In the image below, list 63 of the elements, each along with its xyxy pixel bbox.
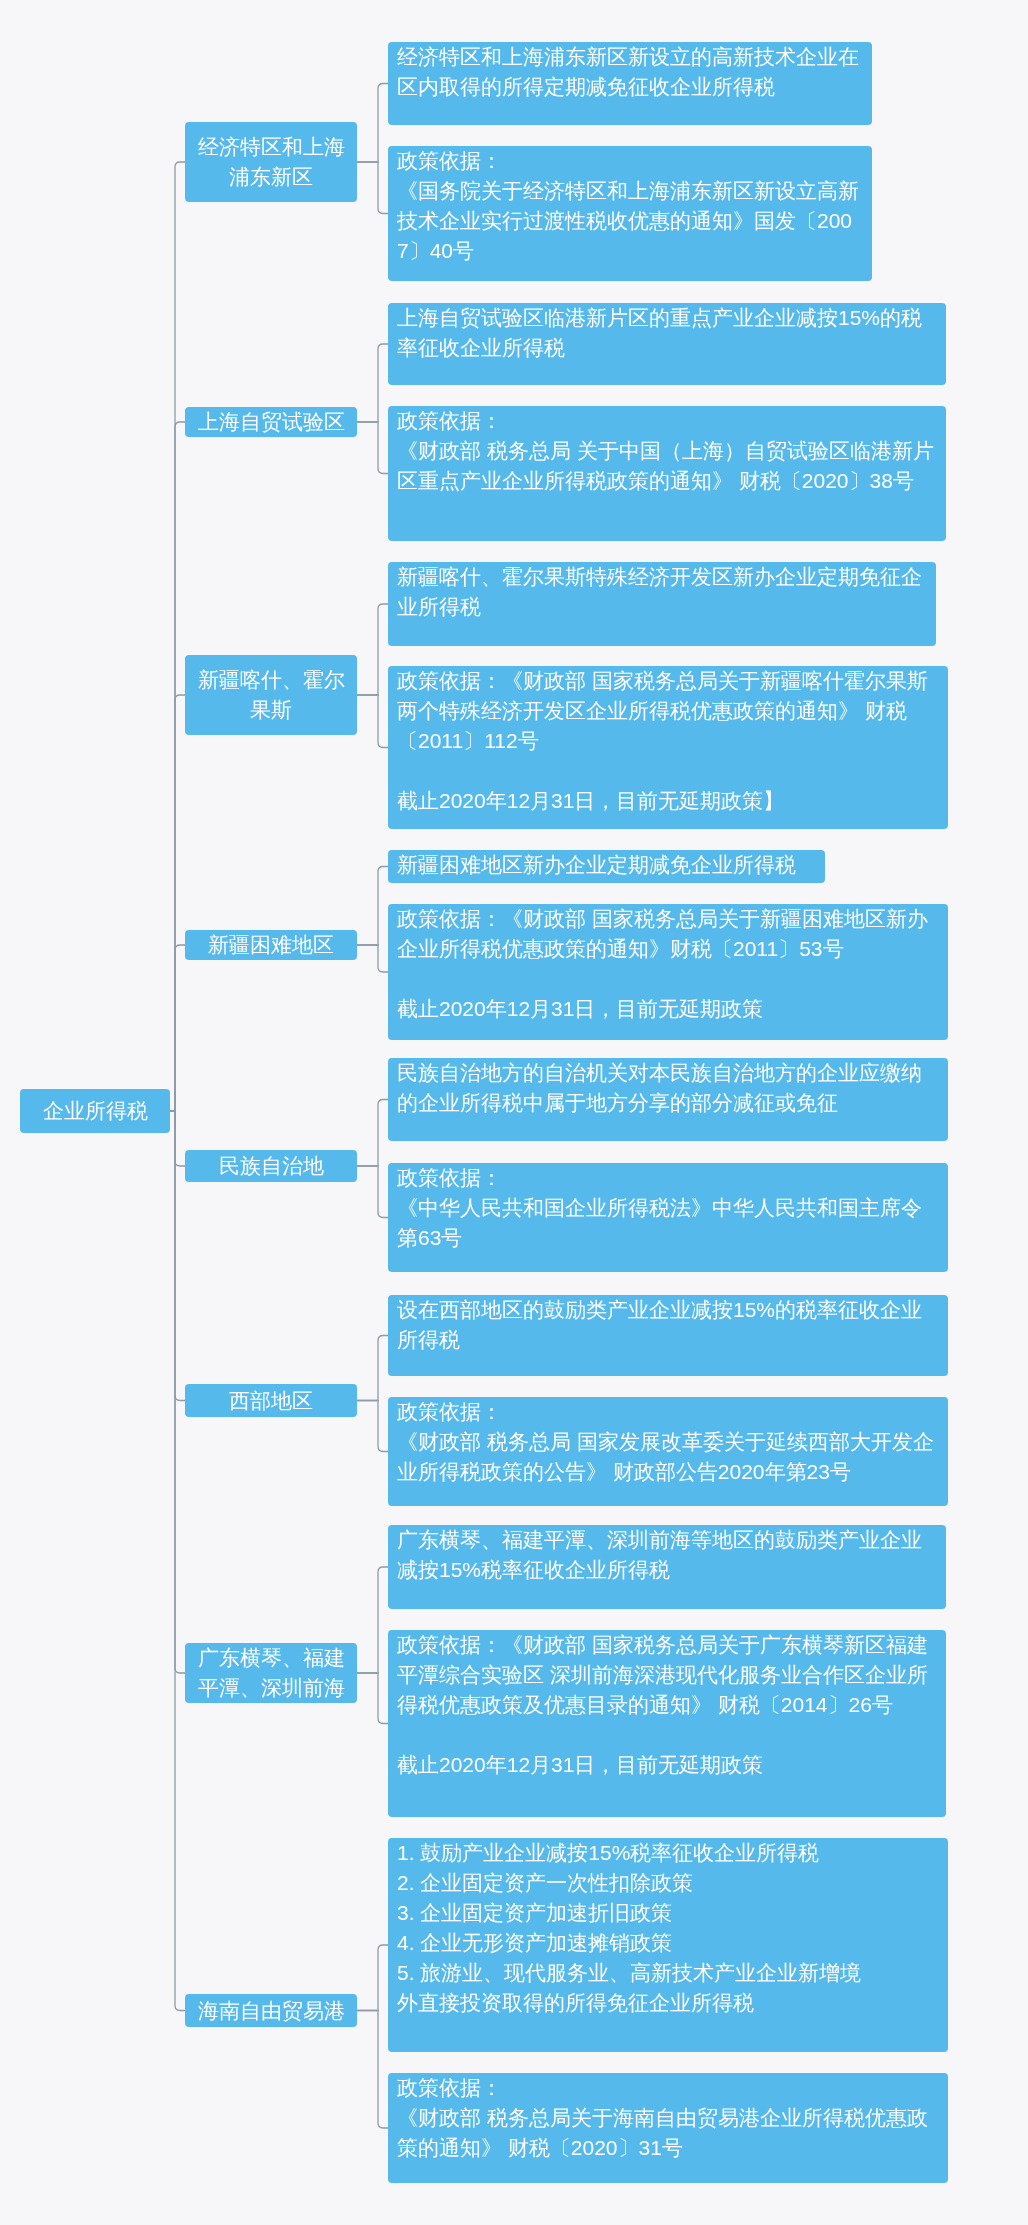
detail-box [388,406,946,541]
connector-line [356,944,389,973]
detail-box [388,562,936,646]
detail-text: 广东横琴、福建平潭、深圳前海等地区的鼓励类产业企业减按15%税率征收企业所得税 [397,1527,923,1583]
branch-label: 上海自贸试验区 [197,409,345,435]
detail-text: 政策依据：《财政部 国家税务总局关于新疆喀什霍尔果斯两个特殊经济开发区企业所得税优惠政策的通知》 财税〔2011〕112号 [397,668,929,754]
branch-label: 新疆困难地区 [208,932,334,958]
detail-text: 《财政部 税务总局关于海南自由贸易港企业所得税优惠政策的通知》 财税〔2020〕31号 [397,2105,929,2161]
detail-text: 新疆困难地区新办企业定期减免企业所得税 [397,852,797,878]
detail-text: 政策依据：《财政部 国家税务总局关于新疆困难地区新办企业所得税优惠政策的通知》财税〔2011〕53号 [397,906,929,962]
detail-box [388,1838,948,2052]
detail-text: 《中华人民共和国企业所得税法》中华人民共和国主席令第63号 [397,1195,923,1251]
branch-box [185,930,357,960]
detail-text: 《国务院关于经济特区和上海浦东新区新设立高新技术企业实行过渡性税收优惠的通知》国发〔2007〕40号 [397,178,860,264]
detail-text: 政策依据： [397,408,503,434]
branch-box [185,407,357,437]
branch-box [185,1384,357,1417]
detail-text: 截止2020年12月31日，目前无延期政策】 [397,788,786,814]
detail-text: 政策依据： [397,2075,503,2101]
branch-label: 西部地区 [229,1387,313,1414]
detail-box [388,1525,946,1609]
detail-box [388,146,872,281]
branch-box [185,655,357,735]
detail-box [388,1397,948,1506]
detail-text: 1. 鼓励产业企业减按15%税率征收企业所得税 [397,1840,821,1866]
branch-label: 海南自由贸易港 [197,1997,345,2024]
detail-text: 经济特区和上海浦东新区新设立的高新技术企业在区内取得的所得定期减免征收企业所得税 [397,44,860,100]
detail-text: 《财政部 税务总局 关于中国（上海）自贸试验区临港新片区重点产业企业所得税政策的通知》 财税〔2020〕38号 [397,438,935,494]
detail-box [388,1163,948,1272]
detail-text: 政策依据： [397,1399,503,1425]
detail-text: 新疆喀什、霍尔果斯特殊经济开发区新办企业定期免征企业所得税 [397,564,923,620]
detail-box [388,1058,948,1141]
detail-box [388,666,948,829]
detail-text: 上海自贸试验区临港新片区的重点产业企业减按15%的税率征收企业所得税 [397,305,924,361]
detail-text: 民族自治地方的自治机关对本民族自治地方的企业应缴纳的企业所得税中属于地方分享的部分减征或免征 [397,1060,923,1116]
detail-text: 5. 旅游业、现代服务业、高新技术产业企业新增境外直接投资取得的所得免征企业所得税 [397,1960,863,2016]
branch-label: 广东横琴、福建平潭、深圳前海 [196,1645,346,1701]
branch-box [185,122,357,202]
detail-box [388,1630,946,1817]
detail-text: 2. 企业固定资产一次性扣除政策 [397,1870,695,1896]
branch-label: 新疆喀什、霍尔果斯 [196,667,346,723]
detail-box [388,850,825,883]
topic-box [20,1089,170,1133]
detail-box [388,1295,948,1376]
branch-label: 经济特区和上海浦东新区 [196,134,346,190]
branch-box [185,1994,357,2027]
detail-box [388,904,948,1040]
branch-box [185,1150,357,1182]
detail-box [388,2073,948,2183]
detail-text: 3. 企业固定资产加速折旧政策 [397,1900,674,1926]
detail-text: 政策依据：《财政部 国家税务总局关于广东横琴新区福建平潭综合实验区 深圳前海深港现代化服务业合作区企业所得税优惠政策及优惠目录的通知》 财税〔2014〕26号 [397,1632,929,1718]
topic-label: 企业所得税 [42,1098,148,1124]
detail-text: 截止2020年12月31日，目前无延期政策 [397,996,765,1022]
detail-text: 《财政部 税务总局 国家发展改革委关于延续西部大开发企业所得税政策的公告》 财政部公告2020年第23号 [397,1429,935,1485]
detail-text: 截止2020年12月31日，目前无延期政策 [397,1752,765,1778]
branch-label: 民族自治地 [218,1153,324,1179]
detail-text: 政策依据： [397,148,503,174]
detail-box [388,303,946,385]
detail-box [388,42,872,125]
branch-box [185,1643,357,1703]
detail-text: 4. 企业无形资产加速摊销政策 [397,1930,674,1956]
detail-text: 政策依据： [397,1165,503,1191]
detail-text: 设在西部地区的鼓励类产业企业减按15%的税率征收企业所得税 [397,1297,924,1353]
